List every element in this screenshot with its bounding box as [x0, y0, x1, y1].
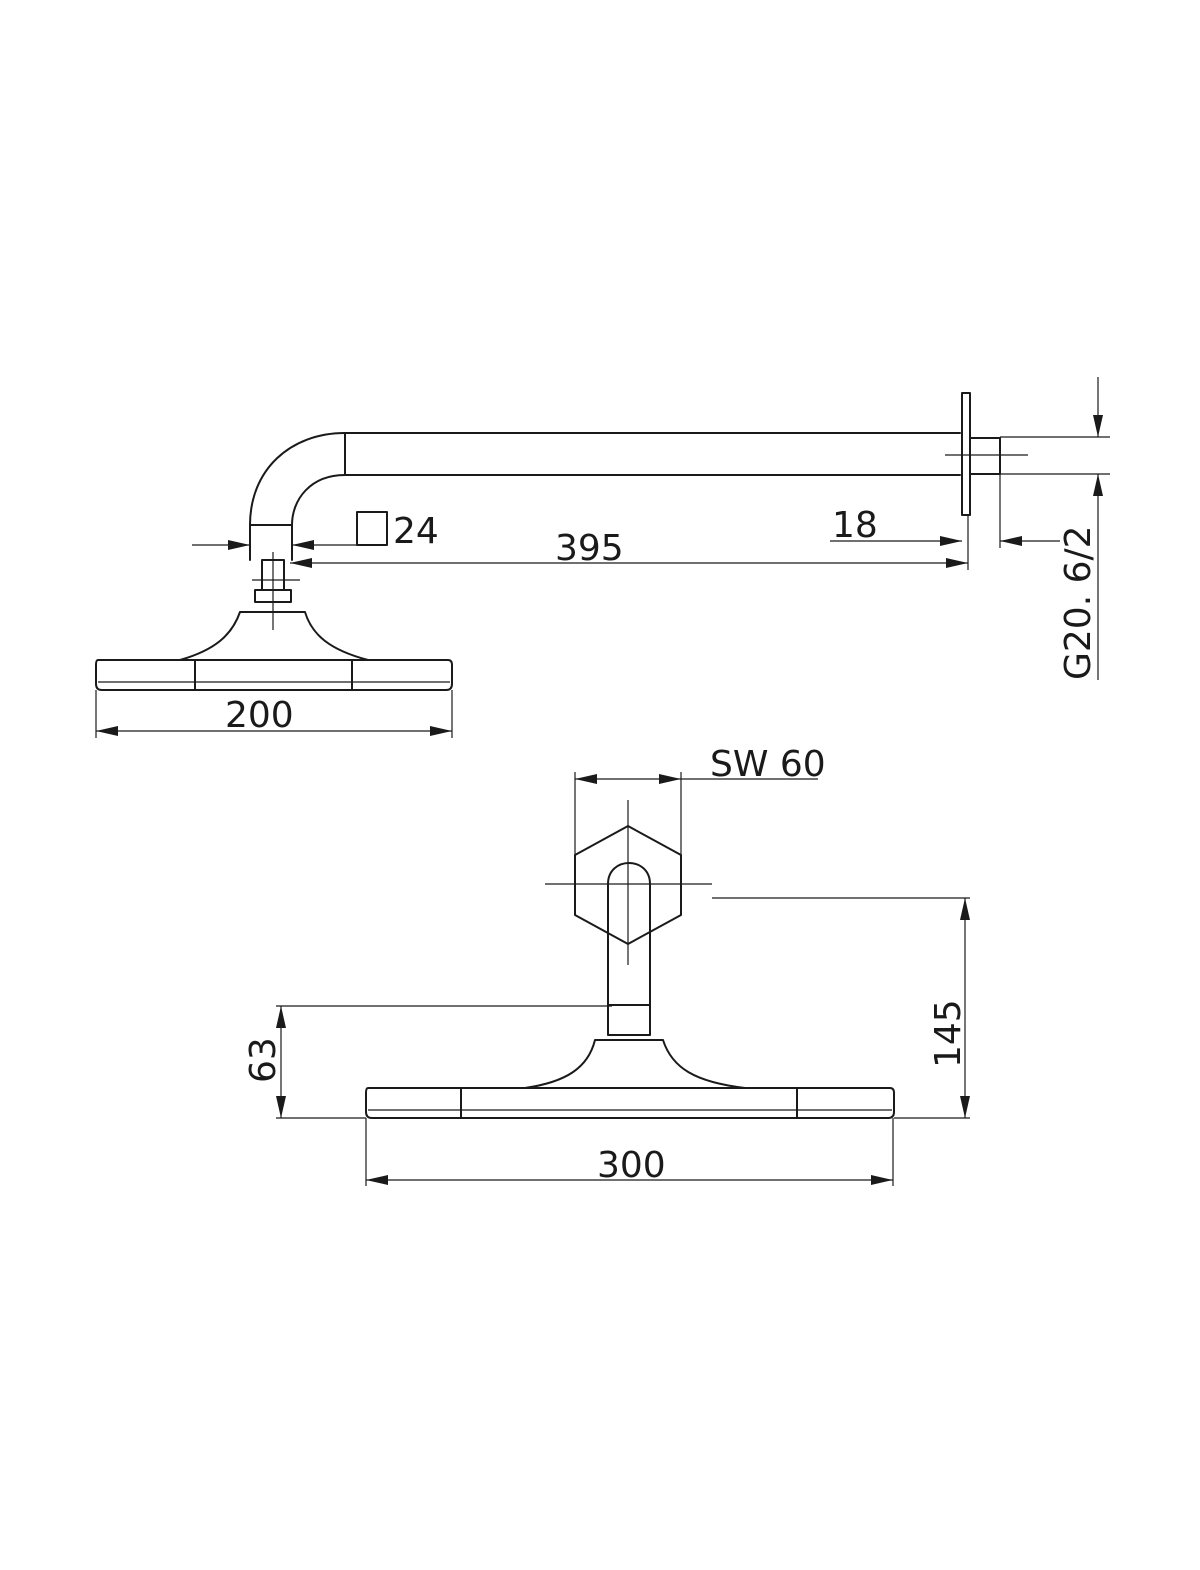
- dim-63-arrow-bottom: [276, 1096, 286, 1118]
- dim-200-arrow-right: [430, 726, 452, 736]
- square-section-symbol: [356, 511, 388, 546]
- dim-300-arrow-right: [871, 1175, 893, 1185]
- dim-thread-arrow-top: [1093, 415, 1103, 437]
- dim-300-arrow-left: [366, 1175, 388, 1185]
- dim-head-height: 63: [243, 1037, 284, 1083]
- head-plate: [95, 659, 453, 691]
- dim-hex-size: SW 60: [710, 744, 826, 785]
- dim-18-arrow-right: [1000, 536, 1022, 546]
- dim-395-arrow-left: [290, 558, 312, 568]
- front-head-dome: [524, 1039, 746, 1089]
- dim-sw-arrow-left: [575, 774, 597, 784]
- dim-head-width-front: 300: [597, 1145, 666, 1186]
- dim-thread: G20. 6/2: [1058, 525, 1099, 680]
- front-neck-collar: [607, 1004, 651, 1036]
- dim-head-width-side: 200: [225, 695, 294, 736]
- shower-arm-outline: [249, 432, 961, 561]
- front-view: SW 60 145 63 300: [243, 744, 970, 1186]
- dim-63-arrow-top: [276, 1006, 286, 1028]
- dim-sw-arrow-right: [659, 774, 681, 784]
- side-view: 24 395 18 G20. 6/2 200: [95, 377, 1110, 738]
- dim-145-arrow-top: [960, 898, 970, 920]
- front-head-plate: [365, 1087, 895, 1119]
- head-dome: [179, 611, 369, 661]
- dim-18-arrow: [940, 536, 962, 546]
- dim-flange-depth: 18: [832, 505, 878, 546]
- dim-square-section: 24: [393, 511, 439, 552]
- dim-24-arrow-left: [228, 540, 250, 550]
- dim-total-height: 145: [928, 999, 969, 1068]
- dim-145-arrow-bottom: [960, 1096, 970, 1118]
- threaded-connector: [969, 437, 1001, 475]
- dim-200-arrow-left: [96, 726, 118, 736]
- dim-24-arrow-right: [292, 540, 314, 550]
- wall-flange: [961, 392, 971, 516]
- dim-395-arrow-right: [946, 558, 968, 568]
- dim-arm-length: 395: [555, 528, 624, 569]
- dim-thread-arrow-bottom: [1093, 474, 1103, 496]
- front-arm: [607, 862, 651, 1006]
